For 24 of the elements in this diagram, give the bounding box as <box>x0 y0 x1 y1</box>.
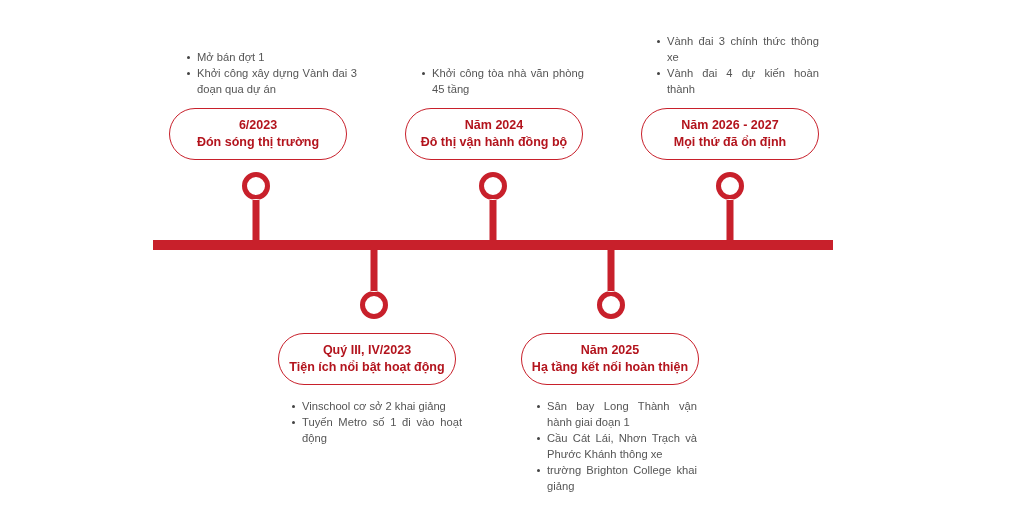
bullet-note: Vành đai 4 dự kiến hoàn thành <box>653 65 819 97</box>
milestone-title: Mọi thứ đã ổn định <box>673 134 787 151</box>
bullet-note: Khởi công xây dựng Vành đai 3 đoạn qua dự án <box>183 65 357 97</box>
bullet-note: Sân bay Long Thành vận hành giai đoạn 1 <box>533 398 697 430</box>
milestone-title: Hạ tầng kết nối hoàn thiện <box>531 359 689 376</box>
milestone-title: Đón sóng thị trường <box>196 134 320 151</box>
milestone-box <box>278 333 456 385</box>
milestone-box <box>405 108 583 160</box>
milestone-box <box>641 108 819 160</box>
milestone-date: 6/2023 <box>238 117 278 134</box>
bullet-note: Khởi công tòa nhà văn phòng 45 tầng <box>418 65 584 97</box>
milestone-date: Quý III, IV/2023 <box>322 342 412 359</box>
milestone-date: Năm 2025 <box>580 342 640 359</box>
bullet-note: Vành đai 3 chính thức thông xe <box>653 33 819 65</box>
milestone-box <box>521 333 699 385</box>
milestone-title: Đô thị vận hành đồng bộ <box>420 134 568 151</box>
bullet-note: trường Brighton College khai giảng <box>533 462 697 494</box>
milestone-date: Năm 2026 - 2027 <box>681 117 779 134</box>
bullet-note: Tuyến Metro số 1 đi vào hoạt động <box>288 414 462 446</box>
bullet-note: Mở bán đợt 1 <box>183 49 357 65</box>
milestone-date: Năm 2024 <box>464 117 524 134</box>
milestone-title: Tiện ích nổi bật hoạt động <box>289 359 445 376</box>
bullet-note: Vinschool cơ sở 2 khai giảng <box>288 398 462 414</box>
milestone-box <box>169 108 347 160</box>
